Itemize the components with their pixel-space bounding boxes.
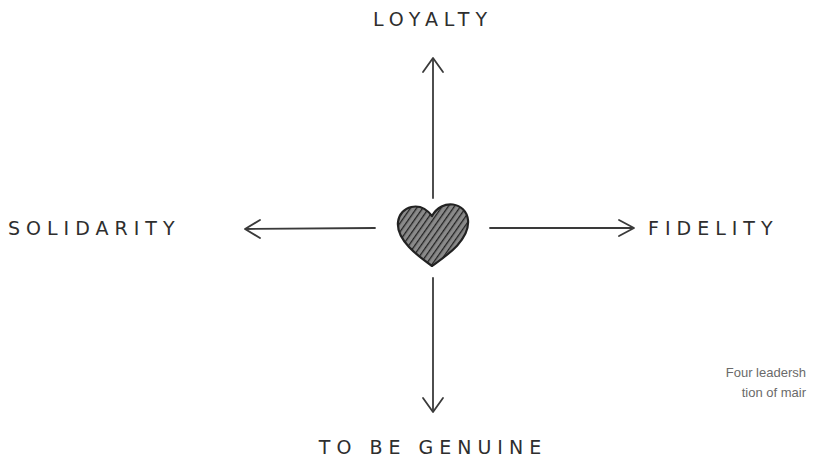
arrow <box>246 228 375 229</box>
arrow-head <box>423 58 443 72</box>
caption-fragment: Four leadersh <box>726 365 806 380</box>
caption-fragment: tion of mair <box>742 385 806 400</box>
arrow <box>432 60 434 198</box>
arrow-target-word: FIDELITY <box>648 217 779 239</box>
arrow-target-word: TO BE GENUINE <box>319 436 547 458</box>
arrow-head <box>245 220 260 238</box>
arrow <box>432 278 434 410</box>
arrow-target-word: SOLIDARITY <box>8 217 181 239</box>
arrow-head <box>619 220 634 236</box>
arrow <box>490 227 632 229</box>
arrow-head <box>423 398 443 412</box>
arrow-target-word: LOYALTY <box>373 8 493 30</box>
heart <box>398 204 468 266</box>
